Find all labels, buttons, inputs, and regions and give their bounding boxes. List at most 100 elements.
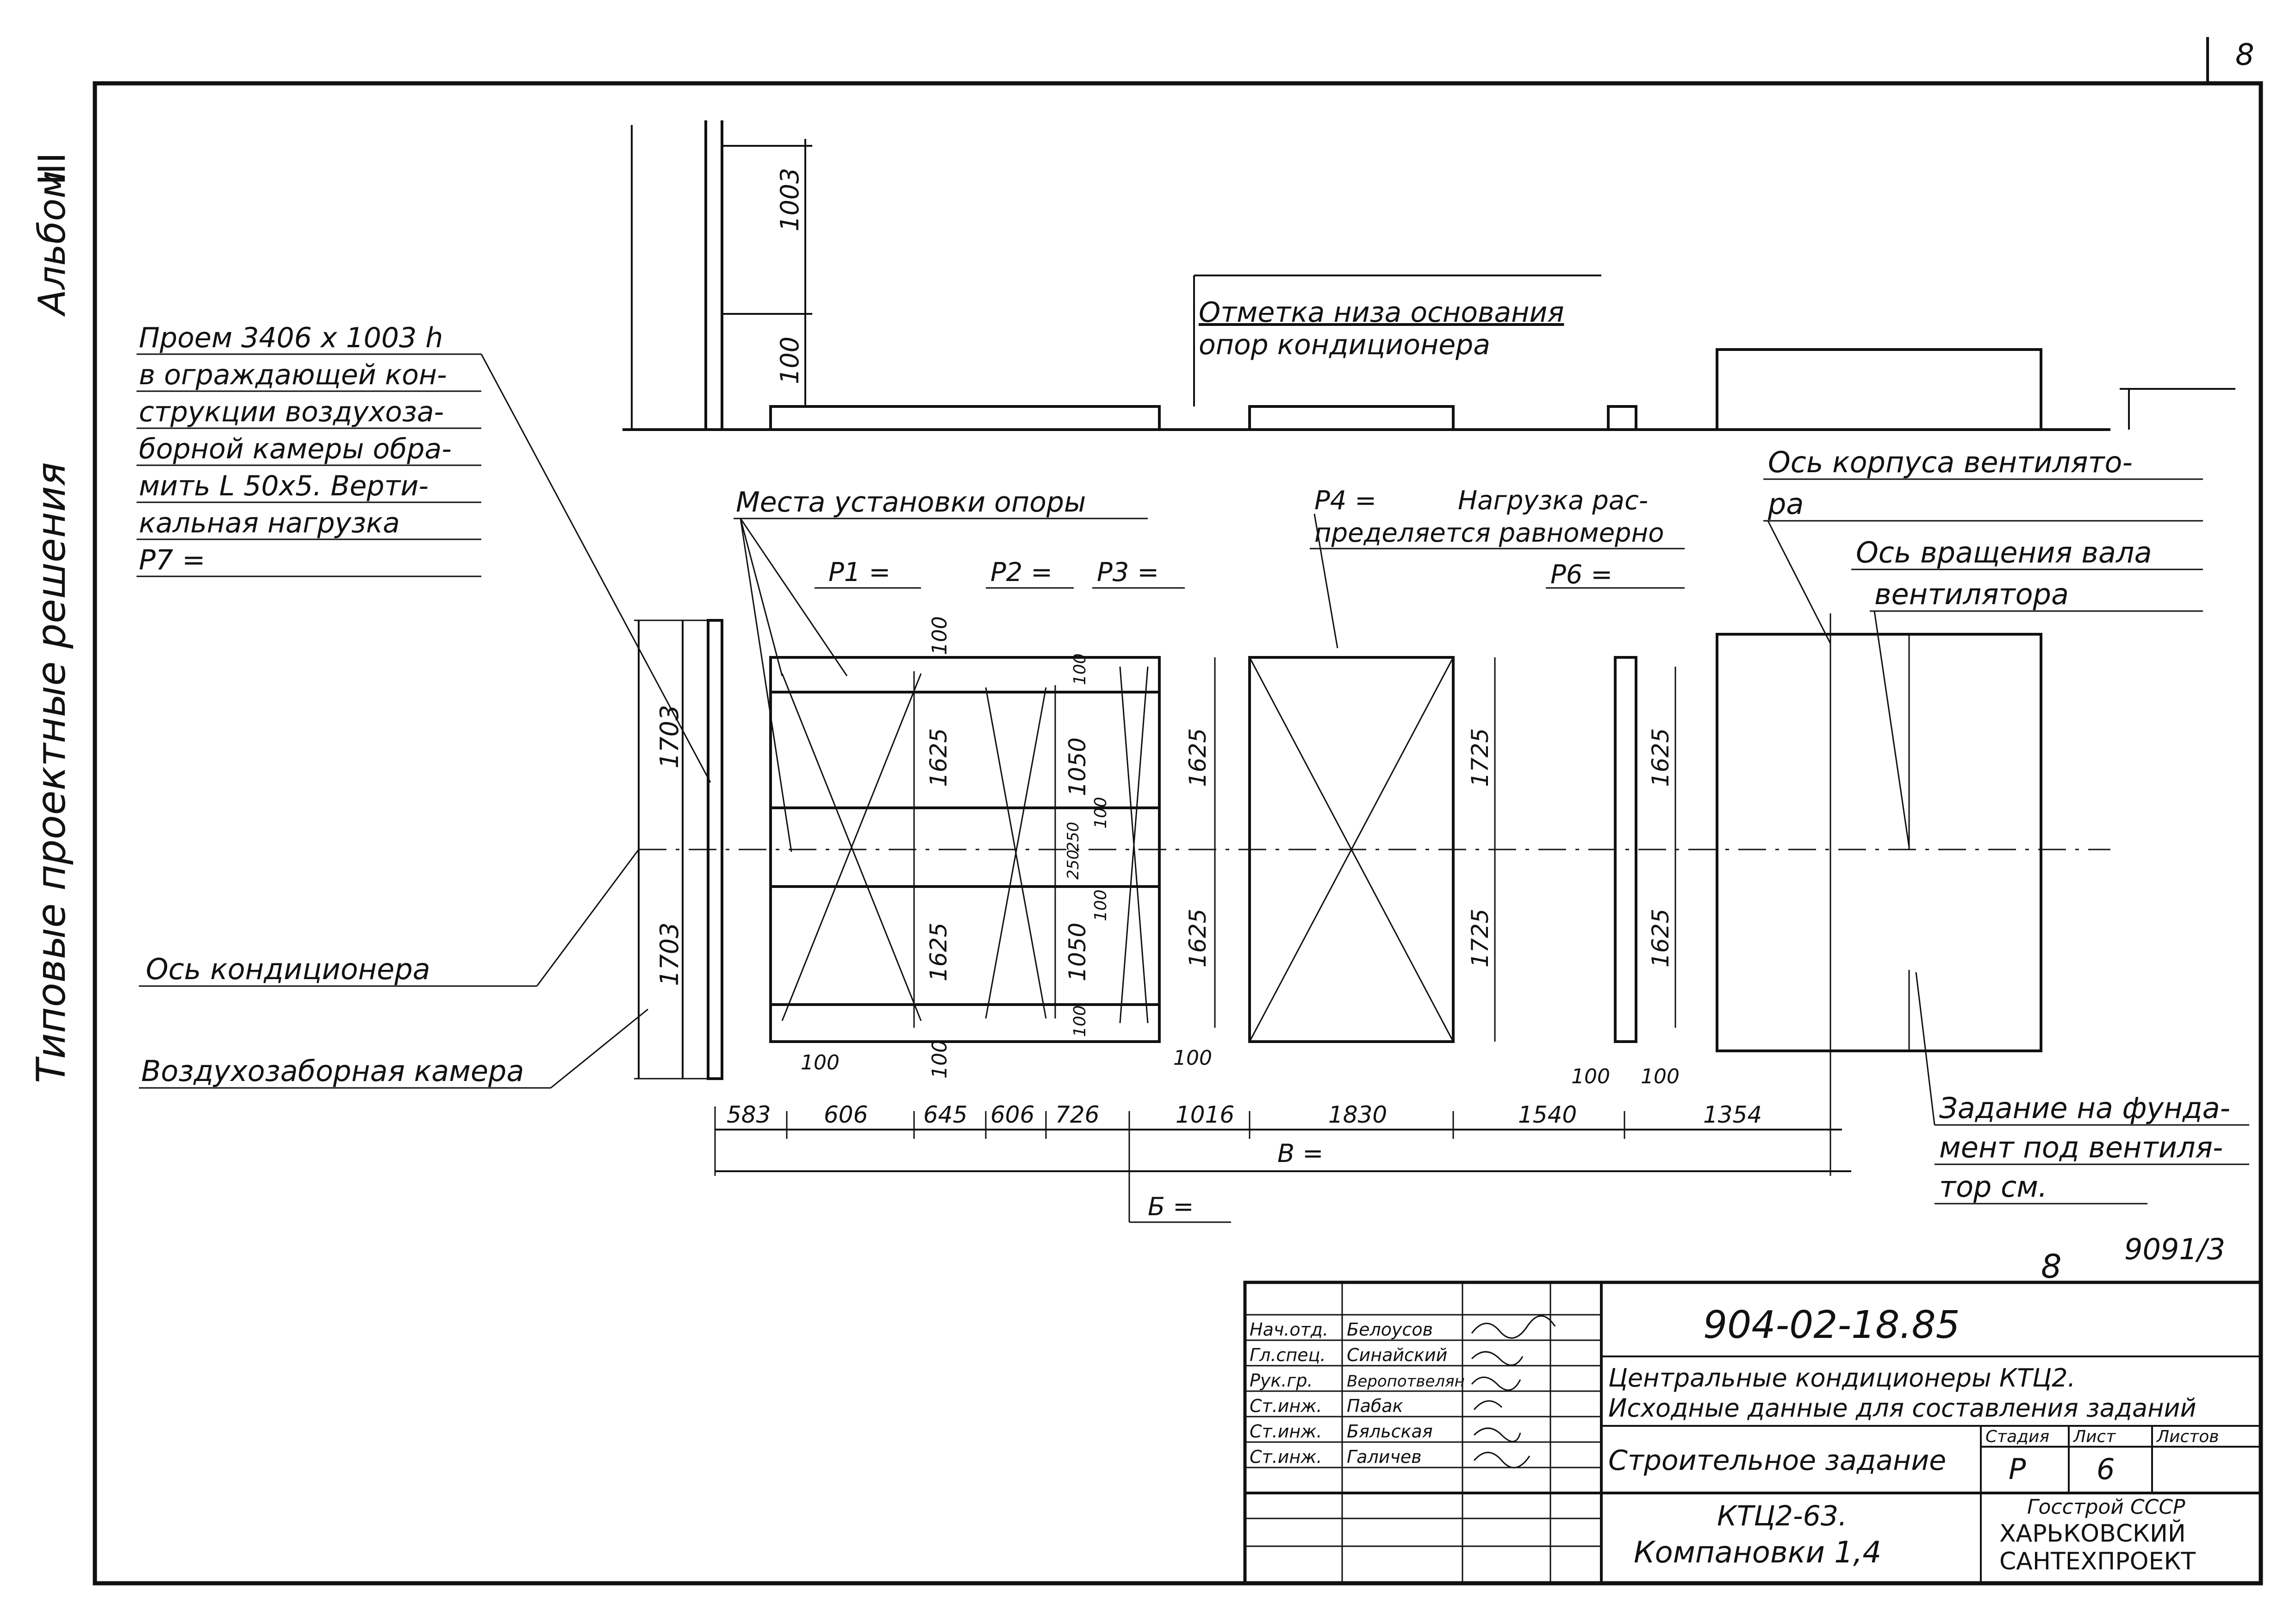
intake-chamber-label: Воздухозаборная камера xyxy=(141,1054,524,1088)
plan-view: 1703 1703 1625 1625 100 100 100 1050 105… xyxy=(634,613,2110,1148)
sheet-value: 6 xyxy=(2097,1452,2115,1486)
doc-number: 904-02-18.85 xyxy=(1703,1303,1960,1347)
series-label: Типовые проектные решения xyxy=(28,462,75,1083)
chain-dim-3: 645 xyxy=(923,1101,967,1128)
dim-s1-100-top: 100 xyxy=(928,616,952,655)
p1-label: P1 = xyxy=(828,557,890,587)
archive-sheet: 8 xyxy=(2041,1248,2062,1286)
role-1: Нач.отд. xyxy=(1250,1319,1328,1340)
fan-shaft-axis-2: вентилятора xyxy=(1874,577,2069,611)
sheet-header: Лист xyxy=(2072,1427,2116,1446)
elevation-view: 1003 100 Отметка низа основания опор кон… xyxy=(622,120,2235,431)
p2-label: P2 = xyxy=(990,557,1052,587)
album-number: III xyxy=(31,152,74,185)
v-label: В = xyxy=(1277,1139,1323,1168)
org-line-2: ХАРЬКОВСКИЙ xyxy=(1999,1519,2186,1548)
title-line-2: Исходные данные для составления заданий xyxy=(1608,1393,2196,1423)
fan-housing-axis-2: ра xyxy=(1767,487,1804,521)
dim-s4-1725-top: 1725 xyxy=(1467,728,1493,787)
dim-s1-1625-bottom: 1625 xyxy=(925,923,952,981)
b-label: Б = xyxy=(1148,1192,1194,1221)
dim-s5-100-b: 100 xyxy=(1641,1065,1680,1088)
dim-s2-250-a: 250 xyxy=(1064,822,1083,852)
name-2: Синайский xyxy=(1347,1345,1447,1365)
opening-note-2: в ограждающей кон- xyxy=(139,359,447,391)
dim-s3-1625-bottom: 1625 xyxy=(1184,909,1211,968)
sheets-header: Листов xyxy=(2156,1427,2219,1446)
dim-s1-1625-top: 1625 xyxy=(925,728,952,787)
opening-note-6: кальная нагрузка xyxy=(139,507,400,539)
name-3: Веропотвелян xyxy=(1347,1372,1465,1391)
subject-line-1: КТЦ2-63. xyxy=(1717,1500,1847,1532)
name-4: Пабак xyxy=(1347,1396,1403,1416)
org-line-3: САНТЕХПРОЕКТ xyxy=(1999,1548,2196,1575)
fan-shaft-axis-1: Ось вращения вала xyxy=(1856,536,2152,569)
dim-s2-100-mid: 100 xyxy=(1091,797,1110,829)
dim-s2-100-bottom: 100 xyxy=(1070,1005,1089,1037)
dim-s2-100-mid2: 100 xyxy=(1091,889,1110,921)
name-5: Бяльская xyxy=(1347,1421,1433,1442)
org-line-1: Госстрой СССР xyxy=(2027,1495,2185,1519)
conditioner-axis-label: Ось кондиционера xyxy=(146,952,430,986)
signature-marks xyxy=(1471,1315,1556,1468)
dim-elev-1003: 1003 xyxy=(775,168,804,231)
chain-dim-8: 1540 xyxy=(1518,1101,1577,1128)
dim-s4-1725-bottom: 1725 xyxy=(1467,909,1493,968)
p6-label: P6 = xyxy=(1550,560,1612,590)
chain-dim-2: 606 xyxy=(824,1101,868,1128)
dim-s5-100-a: 100 xyxy=(1571,1065,1610,1088)
chain-dim-5: 726 xyxy=(1055,1101,1099,1128)
role-2: Гл.спец. xyxy=(1250,1345,1326,1365)
opening-note-4: борной камеры обра- xyxy=(139,433,452,465)
p3-label: P3 = xyxy=(1097,557,1159,587)
subject-line-2: Компановки 1,4 xyxy=(1634,1536,1881,1570)
dim-elev-100: 100 xyxy=(775,337,804,384)
narrow-support xyxy=(1614,656,1637,1043)
chain-dim-6: 1016 xyxy=(1176,1101,1234,1128)
dim-s2-100-top: 100 xyxy=(1070,653,1089,685)
dim-s2-1050-top: 1050 xyxy=(1064,737,1091,796)
title-line-1: Центральные кондиционеры КТЦ2. xyxy=(1608,1363,2076,1393)
dim-left-1703-bottom: 1703 xyxy=(655,923,684,986)
fan-foundation xyxy=(1716,633,2042,1052)
p4-label: P4 = xyxy=(1314,486,1376,516)
distributed-load-area xyxy=(1248,656,1455,1043)
dim-s1-100-bottom: 100 xyxy=(928,1040,952,1079)
dim-s2-250-b: 250 xyxy=(1064,849,1083,880)
name-1: Белоусов xyxy=(1347,1319,1433,1340)
base-mark-line2: опор кондиционера xyxy=(1199,329,1490,361)
chain-dim-1: 583 xyxy=(727,1101,771,1128)
title-block: Нач.отд. Гл.спец. Рук.гр. Ст.инж. Ст.инж… xyxy=(1243,1280,2263,1585)
distributed-2: пределяется равномерно xyxy=(1314,518,1664,548)
section-title: Строительное задание xyxy=(1608,1444,1946,1477)
opening-note-7: P7 = xyxy=(139,544,205,576)
dim-s2-1050-bottom: 1050 xyxy=(1064,923,1091,981)
chain-dim-7: 1830 xyxy=(1328,1101,1387,1128)
opening-note-5: мить L 50x5. Верти- xyxy=(139,470,429,502)
annotations: Проем 3406 x 1003 h в ограждающей кон- с… xyxy=(137,322,2249,1286)
dim-s3-100-right: 100 xyxy=(1173,1046,1212,1070)
bottom-dimension-chain: 583 606 645 606 726 1016 1830 1540 1354 … xyxy=(714,1101,1851,1223)
stage-value: Р xyxy=(2009,1452,2026,1486)
distributed-1: Нагрузка рас- xyxy=(1458,486,1648,516)
chain-dim-9: 1354 xyxy=(1703,1101,1762,1128)
album-label: Альбом xyxy=(31,170,74,317)
dim-s1-100-left: 100 xyxy=(801,1051,840,1074)
base-mark-line1: Отметка низа основания xyxy=(1199,296,1564,329)
opening-note-1: Проем 3406 x 1003 h xyxy=(139,322,443,354)
role-3: Рук.гр. xyxy=(1250,1370,1313,1391)
page-number: 8 xyxy=(2235,38,2254,72)
role-6: Ст.инж. xyxy=(1250,1447,1322,1467)
dim-s5-1625-bottom: 1625 xyxy=(1647,909,1674,968)
foundation-task-3: тор см. xyxy=(1939,1170,2047,1204)
archive-number: 9091/3 xyxy=(2124,1232,2225,1266)
sheet-frame xyxy=(93,81,2263,1586)
fan-housing-axis-1: Ось корпуса вентилято- xyxy=(1768,445,2133,479)
role-4: Ст.инж. xyxy=(1250,1396,1322,1416)
dim-s3-1625-top: 1625 xyxy=(1184,728,1211,787)
role-5: Ст.инж. xyxy=(1250,1421,1322,1442)
stage-header: Стадия xyxy=(1985,1427,2049,1446)
foundation-task-1: Задание на фунда- xyxy=(1939,1091,2230,1125)
foundation-task-2: мент под вентиля- xyxy=(1939,1131,2223,1164)
